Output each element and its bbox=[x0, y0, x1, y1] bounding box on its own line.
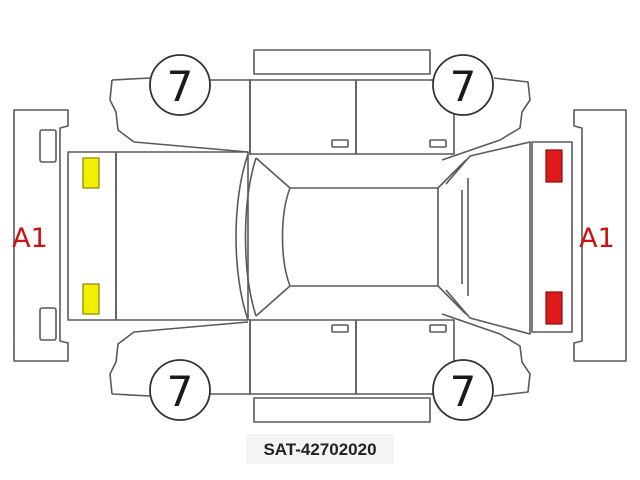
yellow-marker-front-right bbox=[82, 283, 100, 315]
yellow-marker-front-left bbox=[82, 157, 100, 189]
wheel-rear-right-grade: 7 bbox=[450, 367, 477, 416]
front-section bbox=[67, 151, 249, 321]
cabin bbox=[235, 141, 573, 335]
red-marker-rear-right bbox=[545, 291, 563, 325]
wheel-rear-right: 7 bbox=[432, 359, 494, 421]
caption-box bbox=[246, 434, 394, 464]
rear-bumper-grade: A1 bbox=[579, 223, 615, 254]
wheel-front-right-grade: 7 bbox=[167, 367, 194, 416]
red-marker-rear-left bbox=[545, 149, 563, 183]
front-bumper bbox=[13, 109, 69, 362]
wheel-front-right: 7 bbox=[149, 359, 211, 421]
top-side-panels bbox=[109, 49, 531, 161]
wheel-rear-left: 7 bbox=[432, 54, 494, 116]
stock-number-caption: SAT-42702020 bbox=[263, 440, 376, 459]
bottom-side-panels bbox=[109, 313, 531, 423]
wheel-rear-left-grade: 7 bbox=[450, 62, 477, 111]
wheel-front-left: 7 bbox=[149, 54, 211, 116]
front-bumper-grade: A1 bbox=[12, 223, 48, 254]
rear-bumper bbox=[573, 109, 627, 362]
wheel-front-left-grade: 7 bbox=[167, 62, 194, 111]
